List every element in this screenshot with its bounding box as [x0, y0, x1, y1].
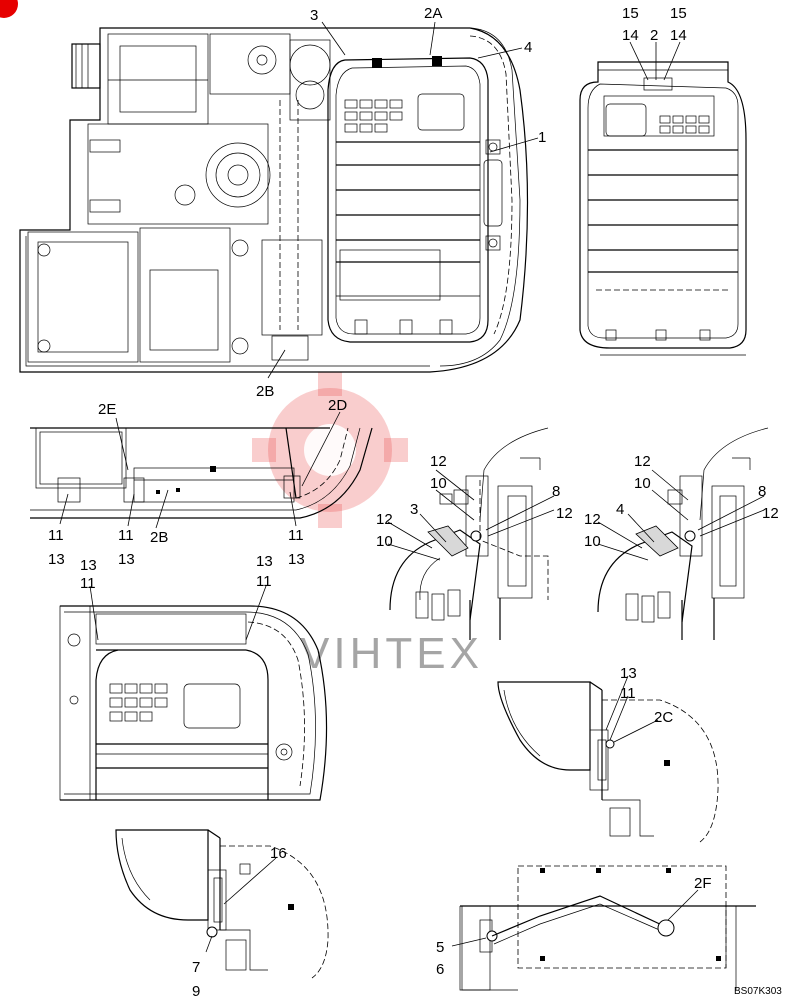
callout-8: 8 — [552, 483, 560, 500]
callout-11-c: 11 — [288, 527, 304, 544]
callout-6: 6 — [436, 961, 444, 978]
callout-13-c: 13 — [288, 551, 305, 568]
lower-left-view: 13 11 13 11 — [59, 553, 328, 801]
louver-grid-lower — [109, 683, 168, 722]
callout-2b: 2B — [256, 383, 274, 400]
callout-2: 2 — [650, 27, 658, 44]
callout-12-a: 12 — [430, 453, 447, 470]
callout-14-right: 14 — [670, 27, 687, 44]
louver-grid-right — [659, 115, 710, 134]
callout-10-a: 10 — [430, 475, 447, 492]
callout-2c: 2C — [654, 709, 673, 726]
callout-8-right: 8 — [758, 483, 766, 500]
callout-2e: 2E — [98, 401, 116, 418]
callout-2b-mid: 2B — [150, 529, 168, 546]
callout-13-b: 13 — [118, 551, 135, 568]
mid-right-detail: 12 10 8 12 12 10 4 — [584, 427, 779, 640]
callout-13-lower-b: 13 — [256, 553, 273, 570]
callout-10-b: 10 — [376, 533, 393, 550]
lower-right-view: 13 11 2C — [497, 665, 719, 843]
callout-3-detail: 3 — [410, 501, 418, 518]
callout-7: 7 — [192, 959, 200, 976]
callout-13-lr: 13 — [620, 665, 637, 682]
callout-14-left: 14 — [622, 27, 639, 44]
callout-12-c: 12 — [376, 511, 393, 528]
callout-13-lower-a: 13 — [80, 557, 97, 574]
callout-11-lower-a: 11 — [80, 575, 96, 592]
callout-11-b: 11 — [118, 527, 134, 544]
watermark: VIHTEX — [252, 372, 483, 678]
top-main-view: 3 2A 4 1 2B — [19, 5, 546, 400]
callout-5: 5 — [436, 939, 444, 956]
top-right-view: 15 14 2 15 14 — [579, 5, 747, 356]
callout-10-b-right: 10 — [584, 533, 601, 550]
callout-11-lr: 11 — [620, 685, 636, 702]
callout-15-right: 15 — [670, 5, 687, 22]
bottom-left-view: 16 7 9 — [115, 829, 329, 1000]
callout-11-a: 11 — [48, 527, 64, 544]
callout-11-lower-b: 11 — [256, 573, 272, 590]
louver-grid — [344, 99, 403, 133]
corner-badge — [0, 0, 18, 18]
callout-9: 9 — [192, 983, 200, 1000]
bottom-right-view: 2F 5 6 — [436, 865, 756, 991]
callout-2d: 2D — [328, 397, 347, 414]
callout-3: 3 — [310, 7, 318, 24]
callout-16: 16 — [270, 845, 287, 862]
callout-12-b: 12 — [556, 505, 573, 522]
drawing-code: BS07K303 — [734, 986, 782, 997]
callout-12-c-right: 12 — [584, 511, 601, 528]
callout-13-a: 13 — [48, 551, 65, 568]
callout-4: 4 — [524, 39, 532, 56]
callout-12-a-right: 12 — [634, 453, 651, 470]
callout-2a: 2A — [424, 5, 442, 22]
callout-12-b-right: 12 — [762, 505, 779, 522]
callout-10-a-right: 10 — [634, 475, 651, 492]
callout-4-detail: 4 — [616, 501, 624, 518]
mid-left-view: 2E 2D 11 13 11 13 2B 11 13 — [30, 397, 373, 568]
gear-watermark-icon — [252, 372, 408, 528]
callout-2f: 2F — [694, 875, 712, 892]
mid-center-detail: 12 10 8 12 12 10 3 — [376, 427, 573, 640]
callout-1: 1 — [538, 129, 546, 146]
callout-15-left: 15 — [622, 5, 639, 22]
watermark-text: VIHTEX — [300, 629, 483, 678]
